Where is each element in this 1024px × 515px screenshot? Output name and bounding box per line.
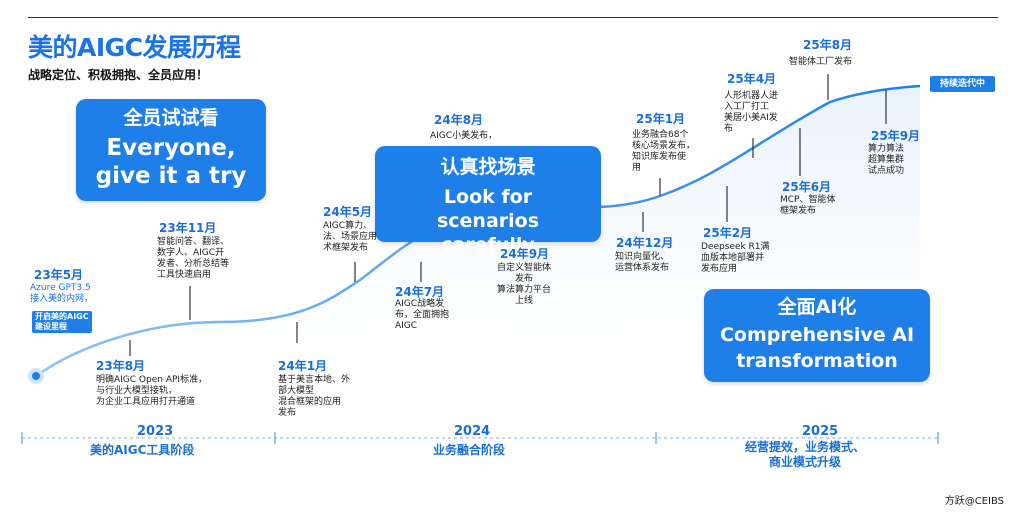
callout-en: Look for scenarios carefully [436, 186, 540, 256]
callout-zh: 全面AI化 [777, 296, 857, 318]
milestone-desc: 自定义智能体 发布 算法算力平台 上线 [497, 263, 552, 306]
milestone-desc: Deepseek R1满 血版本地部署并 发布应用 [701, 242, 770, 274]
milestone-date: 25年9月 [871, 129, 921, 143]
growth-area [36, 86, 920, 420]
year-label: 2023 [137, 424, 174, 439]
callout-everyone: 全员试试看 Everyone, give it a try [76, 99, 266, 201]
callout-transformation: 全面AI化 Comprehensive AI transformation [704, 289, 930, 382]
milestone-desc: 明确AIGC Open API标准， 与行业大模型接轨， 为企业工具应用打开通道 [96, 375, 208, 407]
milestone-desc: MCP、智能体 框架发布 [780, 195, 836, 216]
phase-label: 美的AIGC工具阶段 [90, 443, 195, 457]
milestone-date: 24年8月 [434, 113, 484, 127]
milestone-date: 25年1月 [636, 112, 686, 126]
milestone-date: 24年7月 [395, 285, 445, 299]
year-label: 2025 [802, 424, 839, 439]
milestone-desc: 人形机器人进 入工厂打工 美居小美AI发 布 [724, 91, 779, 134]
milestone-desc: AIGC算力、 法、场景应用 术框架发布 [323, 221, 378, 253]
milestone-desc: 智能问答、翻译、 数字人、AIGC开 发者、分析总结等 工具快速启用 [157, 237, 230, 280]
milestone-desc: 业务融合68个 核心场景发布， 知识库发布使 用 [632, 130, 696, 173]
milestone-date: 24年1月 [278, 359, 328, 373]
callout-scenarios: 认真找场景 Look for scenarios carefully [375, 146, 601, 256]
start-tag: 开启美的AIGC 建设里程 [32, 311, 92, 333]
milestone-date: 25年2月 [703, 226, 753, 240]
callout-zh: 全员试试看 [123, 107, 219, 129]
milestone-date: 25年6月 [782, 180, 832, 194]
milestone-date: 24年9月 [500, 247, 550, 261]
phase-label: 经营提效，业务模式、 商业模式升级 [745, 440, 866, 469]
milestone-date: 24年5月 [323, 205, 373, 219]
milestone-date: 23年11月 [159, 221, 217, 235]
top-divider [28, 17, 998, 18]
page-subtitle: 战略定位、积极拥抱、全员应用！ [28, 68, 209, 82]
milestone-date: 23年8月 [96, 359, 146, 373]
milestone-desc: 算力算法 超算集群 试点成功 [868, 144, 905, 176]
milestone-desc: AIGC战略发 布，全面拥抱 AIGC [395, 299, 450, 331]
milestone-desc: 知识向量化、 运营体系发布 [615, 252, 670, 273]
milestone-desc: 智能体工厂发布 [789, 57, 853, 67]
milestone-date: 25年4月 [727, 72, 777, 86]
milestone-date: 25年8月 [803, 38, 853, 52]
phase-label: 业务融合阶段 [433, 443, 506, 457]
milestone-desc: 基于美言本地、外 部大模型 混合框架的应用 发布 [278, 375, 351, 418]
milestone-date: 24年12月 [616, 236, 674, 250]
credit-text: 方跃@CEIBS [944, 496, 1004, 507]
callout-en: Comprehensive AI transformation [719, 324, 915, 372]
ongoing-tag: 持续迭代中 [930, 76, 996, 92]
milestone-desc: AIGC小美发布， [430, 131, 498, 141]
milestone-date: 23年5月 [34, 268, 84, 282]
year-label: 2024 [454, 424, 491, 439]
callout-en: Everyone, give it a try [95, 135, 247, 189]
callout-zh: 认真找场景 [440, 156, 536, 178]
page-title: 美的AIGC发展历程 [28, 33, 241, 62]
milestone-desc: Azure GPT3.5 接入美的内网， [30, 283, 94, 304]
